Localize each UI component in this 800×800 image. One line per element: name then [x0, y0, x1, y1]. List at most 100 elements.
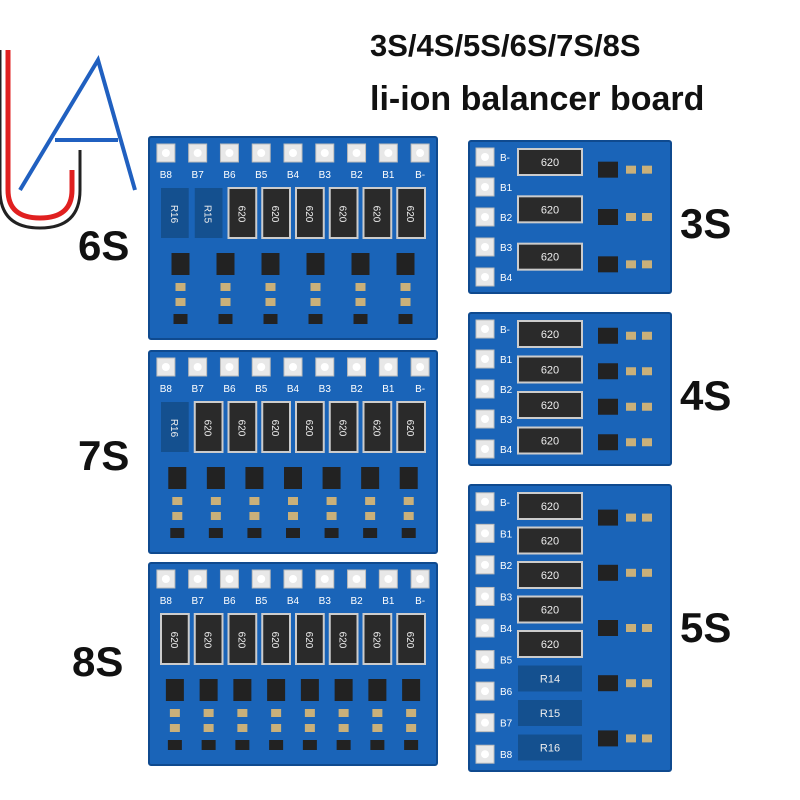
pad-hole [481, 355, 489, 363]
resistor-label: 620 [541, 436, 559, 448]
pad-hole [193, 363, 202, 371]
resistor-label: 620 [541, 400, 559, 412]
resistor [227, 613, 258, 665]
resistor [517, 148, 583, 176]
ic-chip [245, 467, 264, 489]
smd-component [365, 497, 376, 505]
smd-component [203, 724, 214, 732]
logo-a-blue [18, 55, 137, 192]
resistor [396, 187, 426, 239]
resistor [362, 401, 393, 453]
pad-hole [481, 243, 489, 251]
transistor [286, 528, 300, 538]
label-8s: 8S [72, 638, 124, 685]
smd-component [271, 724, 282, 732]
label-5s: 5S [680, 604, 732, 651]
smd-component [355, 298, 366, 306]
smd-component [642, 402, 652, 411]
ic-chip [165, 679, 184, 701]
pad-label: B7 [192, 170, 205, 181]
smd-component [626, 734, 636, 743]
pad-label: B4 [500, 624, 513, 635]
resistor-label: 620 [404, 420, 415, 437]
pad-label: B3 [319, 170, 332, 181]
pad-label: B- [415, 170, 425, 181]
pad-hole [320, 575, 329, 583]
resistor [362, 187, 393, 239]
pad-hole [416, 149, 425, 157]
smd-component [220, 298, 231, 306]
pad-hole [481, 183, 489, 191]
resistor-label: 620 [541, 639, 559, 651]
ic-chip [334, 679, 353, 701]
pad-hole [416, 363, 425, 371]
ic-chip [598, 327, 618, 344]
pad-hole [481, 592, 489, 601]
pad-label: B- [415, 596, 425, 607]
brand-logo [0, 50, 137, 230]
pad-label: B3 [500, 592, 513, 603]
pad-label: B7 [192, 596, 205, 607]
pad-hole [225, 363, 234, 371]
resistor [517, 526, 583, 555]
smd-component [403, 497, 414, 505]
resistor [517, 242, 583, 271]
ic-chip [171, 253, 190, 275]
pad-label: B- [415, 384, 425, 395]
smd-component [406, 709, 417, 717]
ic-chip [206, 467, 225, 489]
resistor-label: 620 [541, 252, 559, 264]
transistor [398, 314, 413, 324]
ic-chip [598, 564, 618, 581]
pad-hole [193, 149, 202, 157]
resistor-label: 620 [337, 206, 348, 223]
pad-label: B3 [319, 596, 332, 607]
smd-component [210, 512, 221, 520]
label-7s: 7S [78, 432, 130, 479]
pad-label: B- [500, 325, 510, 336]
resistor-label: R14 [540, 674, 560, 686]
resistor-label: 620 [303, 420, 314, 437]
pad-hole [289, 149, 297, 157]
resistor [194, 188, 223, 238]
resistor-label: 620 [541, 365, 559, 377]
pad-label: B1 [382, 170, 395, 181]
pad-label: B4 [287, 384, 300, 395]
transistor [247, 528, 262, 538]
smd-component [626, 513, 636, 522]
pad-hole [481, 445, 489, 453]
resistor-label: R15 [540, 708, 560, 720]
smd-component [626, 679, 636, 688]
resistor-label: 620 [168, 632, 179, 649]
resistor-label: R16 [540, 743, 560, 755]
pad-hole [161, 363, 170, 371]
smd-component [172, 497, 183, 505]
title-line-2: li-ion balancer board [370, 80, 705, 118]
resistor-label: 620 [541, 204, 559, 216]
transistor [218, 314, 233, 324]
pad-label: B8 [160, 170, 173, 181]
transistor [308, 314, 323, 324]
resistor [518, 665, 582, 692]
transistor [353, 314, 368, 324]
resistor-label: 620 [235, 632, 246, 649]
resistor-label: 620 [404, 632, 415, 649]
smd-component [169, 709, 180, 717]
pad-hole [257, 575, 266, 583]
resistor [517, 595, 583, 624]
pad-label: B2 [350, 596, 363, 607]
smd-component [642, 624, 652, 632]
pad-label: B1 [382, 596, 395, 607]
resistor-label: 620 [269, 420, 280, 437]
ic-chip [284, 467, 302, 489]
resistor-label: 620 [235, 420, 246, 437]
ic-chip [368, 679, 387, 701]
smd-component [642, 438, 652, 447]
smd-component [203, 709, 214, 717]
smd-component [372, 724, 383, 732]
ic-chip [598, 620, 618, 636]
resistor-label: 620 [337, 420, 348, 437]
ic-chip [233, 679, 252, 701]
pad-hole [289, 575, 297, 583]
